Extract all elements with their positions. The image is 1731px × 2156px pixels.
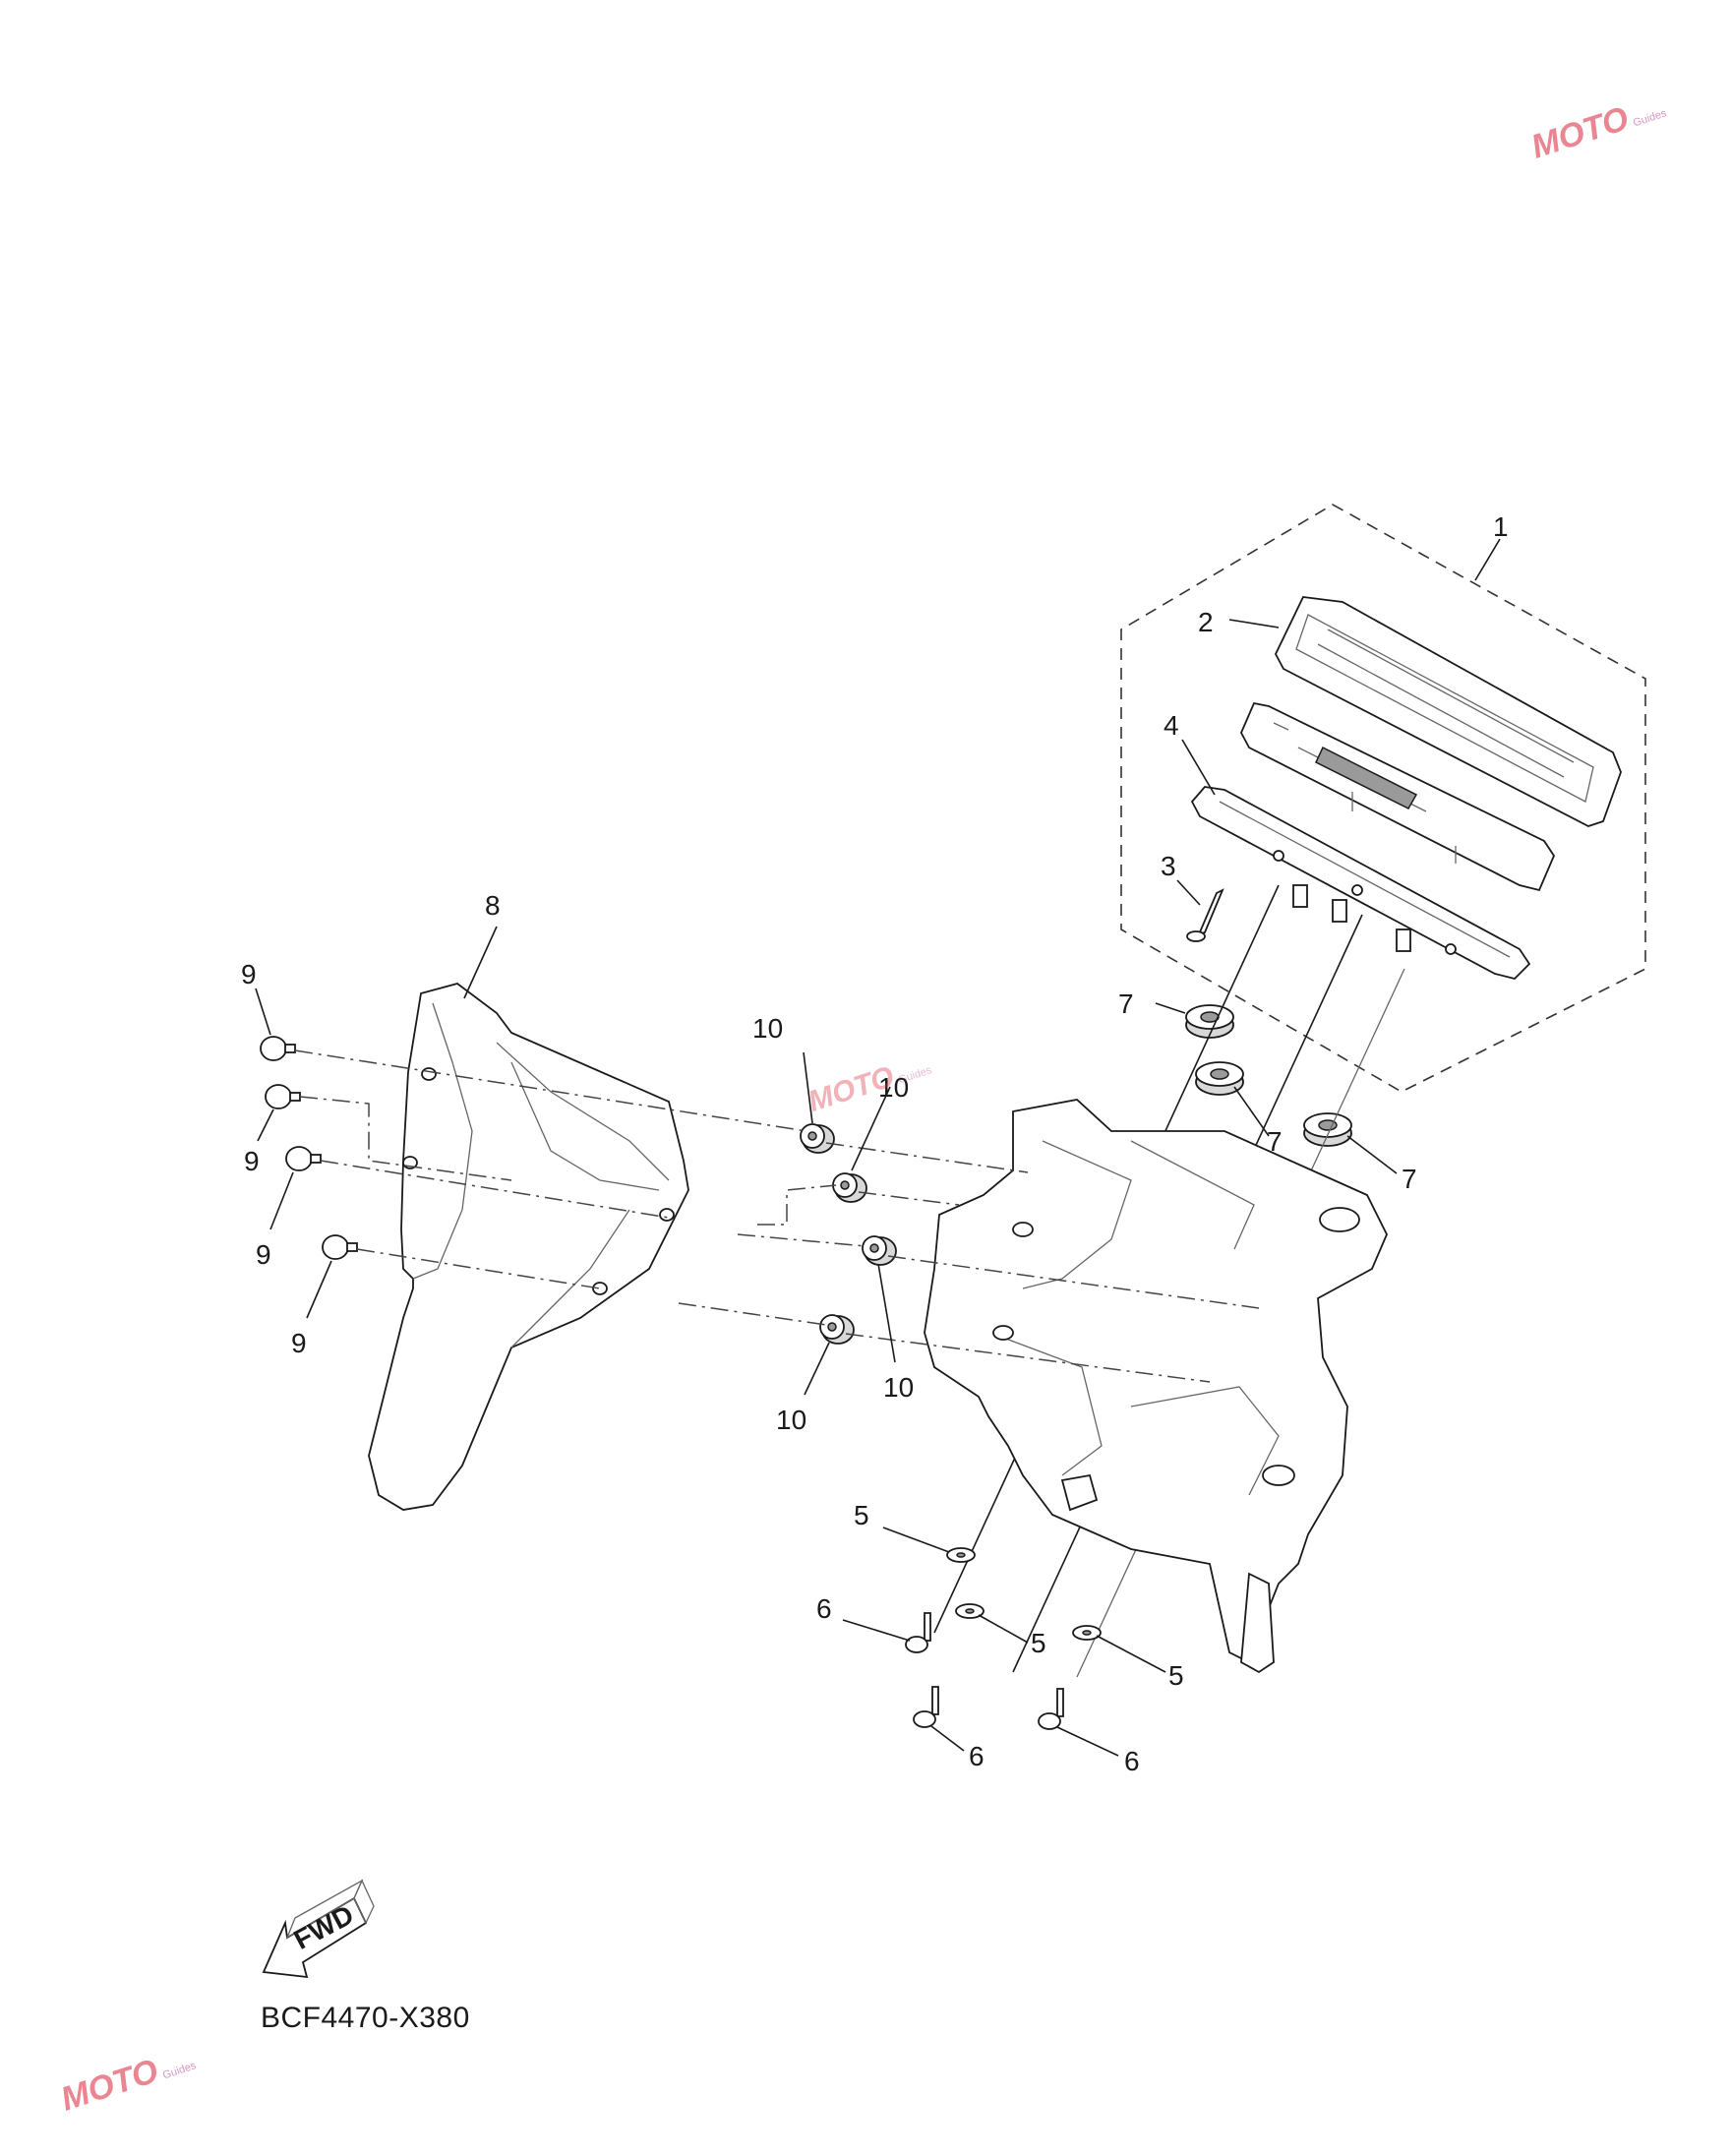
part-9-rivet [285, 1146, 322, 1171]
part-3-screw [1186, 888, 1224, 942]
callout-5: 5 [854, 1500, 869, 1530]
part-10-damper [819, 1314, 855, 1345]
part-7-grommet [1185, 1004, 1234, 1039]
diagram-code: BCF4470-X380 [261, 2002, 470, 2034]
callout-5: 5 [1168, 1660, 1184, 1691]
assembly-1-outline [1120, 504, 1646, 1093]
callout-9: 9 [256, 1239, 271, 1270]
part-6-screw [905, 1612, 931, 1653]
callout-10: 10 [878, 1072, 909, 1103]
callout-4: 4 [1164, 710, 1179, 741]
part-5-washer [946, 1547, 976, 1563]
part-5-washer [955, 1603, 985, 1619]
part-7-grommet [1303, 1112, 1352, 1147]
callout-1: 1 [1493, 511, 1509, 542]
callout-8: 8 [485, 890, 501, 921]
callout-10: 10 [752, 1013, 783, 1044]
part-5-washer [1072, 1625, 1102, 1641]
fwd-arrow-icon: FWD [262, 1879, 375, 1979]
callout-9: 9 [241, 959, 257, 989]
watermark-sub: Guides [1632, 107, 1668, 130]
part-10-damper [862, 1235, 897, 1266]
callout-3: 3 [1161, 851, 1176, 881]
part-10-damper [832, 1172, 867, 1203]
callout-9: 9 [244, 1146, 260, 1176]
meter-body [1240, 701, 1556, 892]
callout-9: 9 [291, 1328, 307, 1358]
callout-5: 5 [1031, 1628, 1046, 1658]
callout-6: 6 [969, 1741, 985, 1771]
callout-10: 10 [883, 1372, 914, 1403]
part-2-meter-cover [1274, 596, 1622, 827]
watermark-sub: Guides [161, 2060, 198, 2082]
callout-7: 7 [1267, 1126, 1283, 1157]
callout-7: 7 [1402, 1164, 1417, 1194]
callout-6: 6 [1124, 1746, 1140, 1776]
part-9-rivet [265, 1084, 301, 1109]
part-8-cover-panel [368, 983, 689, 1511]
callout-10: 10 [776, 1405, 806, 1435]
part-10-damper [800, 1123, 835, 1154]
callout-6: 6 [816, 1593, 832, 1624]
part-7-grommet [1195, 1061, 1244, 1096]
part-4-meter-case [1190, 786, 1531, 980]
part-9-rivet [322, 1234, 358, 1260]
callout-2: 2 [1198, 607, 1214, 637]
meter-bracket [924, 1099, 1388, 1674]
part-6-screw [1038, 1688, 1064, 1730]
part-6-screw [913, 1686, 939, 1728]
part-9-rivet [260, 1036, 296, 1061]
callout-7: 7 [1118, 988, 1134, 1019]
